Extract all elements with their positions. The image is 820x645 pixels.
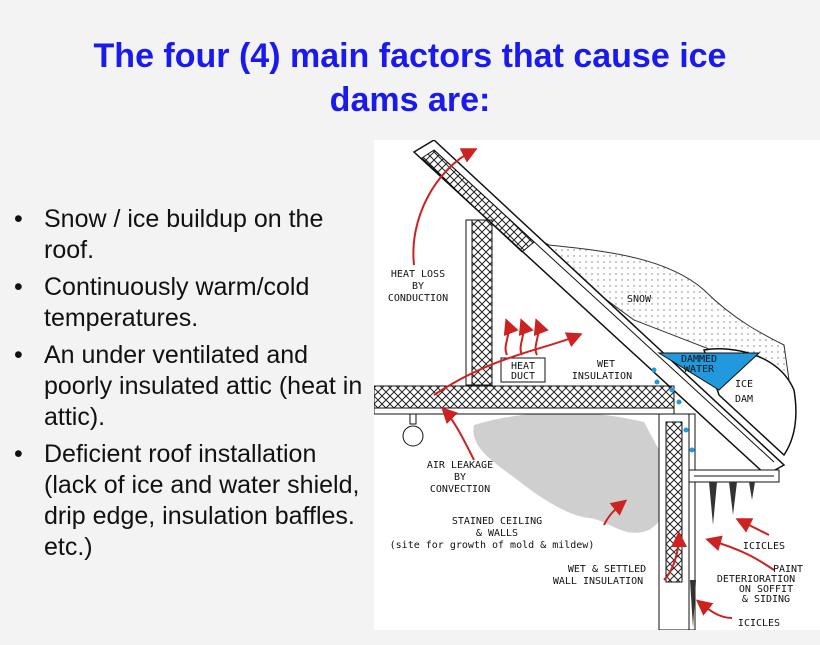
label-snow: SNOW <box>627 294 652 305</box>
label-wall-2: WALL INSULATION <box>553 576 643 587</box>
arrow-paint <box>705 535 775 571</box>
slide-title: The four (4) main factors that cause ice… <box>20 34 800 122</box>
attic-floor-insulation <box>374 385 675 409</box>
water-drops <box>651 367 695 453</box>
label-heat-loss-2: BY <box>412 281 424 292</box>
bullet-dot: • <box>14 205 23 233</box>
label-paint-2: DETERIORATION <box>717 574 795 585</box>
light-bulb-icon <box>402 413 424 447</box>
arrow-heat-rise-3 <box>533 318 549 356</box>
label-paint-1: PAINT <box>773 564 803 575</box>
label-air-1: AIR LEAKAGE <box>427 460 493 471</box>
label-stained-1: STAINED CEILING <box>452 516 542 527</box>
bullet-dot: • <box>14 273 23 301</box>
arrow-heat-loss <box>412 148 478 266</box>
arrow-stained <box>603 499 628 526</box>
arrow-heat-rise-1 <box>503 318 519 356</box>
list-item: • An under ventilated and poorly insulate… <box>8 340 373 433</box>
bullet-dot: • <box>14 341 23 369</box>
label-icicles-1: ICICLES <box>743 541 785 552</box>
icicles-wall <box>690 580 696 628</box>
label-heat-loss-3: CONDUCTION <box>388 293 448 304</box>
list-item: • Deficient roof installation (lack of ic… <box>8 439 373 563</box>
arrow-air-leakage <box>441 407 475 461</box>
snow-layer <box>483 209 790 381</box>
label-ice-dam-1: ICE <box>735 379 753 390</box>
arrow-convection-up <box>433 332 583 396</box>
factor-list: • Snow / ice buildup on the roof. • Contin… <box>8 204 373 569</box>
ice-dam-diagram: HEAT LOSS BY CONDUCTION SNOW HEAT DUCT W… <box>374 140 820 630</box>
arrow-icicles-wall <box>695 599 733 619</box>
label-dammed-2: WATER <box>684 364 715 375</box>
label-icicles-2: ICICLES <box>738 618 780 629</box>
list-item-text: Deficient roof installation (lack of ice… <box>44 440 360 561</box>
label-stained-2: & WALLS <box>476 528 518 539</box>
list-item-text: An under ventilated and poorly insulated… <box>44 341 363 431</box>
label-wall-1: WET & SETTLED <box>568 564 646 575</box>
list-item-text: Continuously warm/cold temperatures. <box>44 273 310 332</box>
label-heat-duct-1: HEAT <box>511 361 535 372</box>
heat-duct <box>500 357 546 383</box>
label-air-2: BY <box>454 472 466 483</box>
label-wet-ins-1: WET <box>597 359 615 370</box>
label-heat-loss-1: HEAT LOSS <box>391 269 445 280</box>
label-air-3: CONVECTION <box>430 484 490 495</box>
label-paint-3: ON SOFFIT <box>739 584 793 595</box>
bullet-dot: • <box>14 440 23 468</box>
label-wet-ins-2: INSULATION <box>572 371 632 382</box>
label-heat-duct-2: DUCT <box>511 371 535 382</box>
dammed-water <box>657 352 761 391</box>
label-ice-dam-2: DAM <box>735 394 753 405</box>
label-dammed-1: DAMMED <box>681 354 717 365</box>
stained-area <box>473 412 670 533</box>
arrow-icicles <box>735 518 770 536</box>
arrow-heat-rise-2 <box>518 318 534 356</box>
label-stained-3: (site for growth of mold & mildew) <box>390 540 595 551</box>
title-line-2: dams are: <box>329 81 491 119</box>
knee-wall <box>471 219 493 386</box>
list-item: • Snow / ice buildup on the roof. <box>8 204 373 266</box>
arrow-wall-ins <box>663 531 687 581</box>
list-item-text: Snow / ice buildup on the roof. <box>44 205 324 264</box>
title-line-1: The four (4) main factors that cause ice <box>93 37 727 75</box>
label-paint-4: & SIDING <box>742 594 790 605</box>
icicles-eave <box>709 482 755 525</box>
list-item: • Continuously warm/cold temperatures. <box>8 272 373 334</box>
